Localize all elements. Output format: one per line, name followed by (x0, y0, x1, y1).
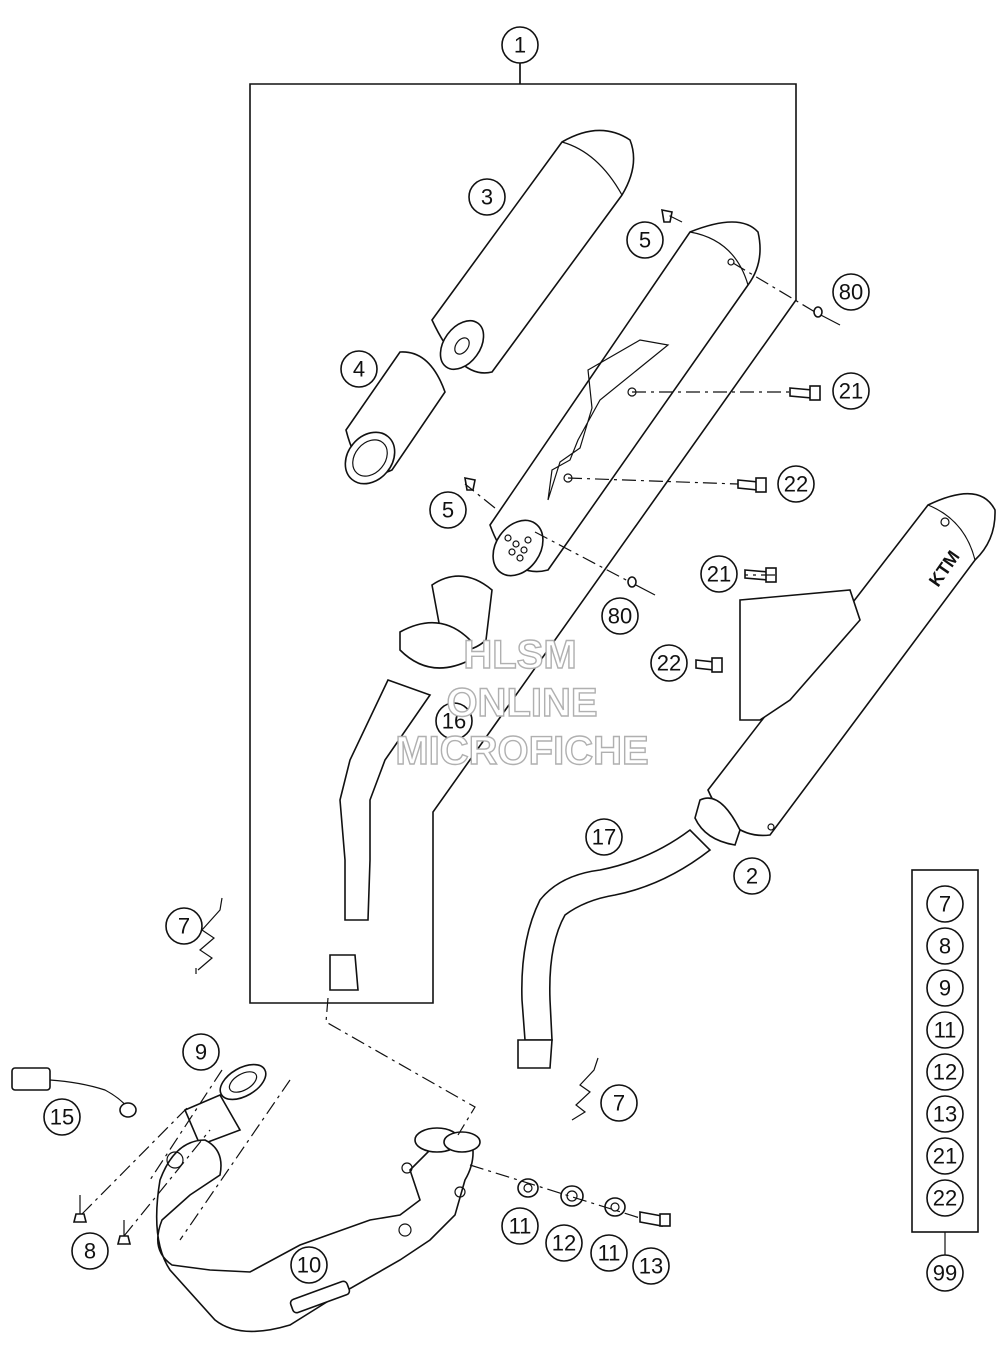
callout-4: 4 (340, 350, 378, 388)
part-11-washer-b (604, 1197, 626, 1217)
callout-17: 17 (585, 818, 623, 856)
kit-item-label: 8 (939, 934, 951, 959)
callout-22-top: 22 (777, 465, 815, 503)
part-9-gasket (219, 1063, 267, 1101)
kit-item-13: 13 (926, 1095, 964, 1133)
svg-text:16: 16 (442, 709, 466, 734)
part-7-spring-left (195, 897, 223, 974)
part-17-header-pipe (517, 828, 712, 1069)
part-11-washer (517, 1178, 539, 1198)
callout-7-right: 7 (600, 1084, 638, 1122)
kit-item-7: 7 (926, 885, 964, 923)
part-5-screw-top (661, 208, 673, 223)
svg-text:5: 5 (442, 498, 454, 523)
svg-text:11: 11 (598, 1241, 621, 1266)
kit-item-label: 11 (934, 1018, 957, 1043)
callout-11-right: 11 (590, 1234, 628, 1272)
kit-item-22: 22 (926, 1179, 964, 1217)
svg-text:8: 8 (84, 1239, 96, 1264)
part-3-muffler-sleeve (431, 129, 635, 374)
svg-text:80: 80 (839, 280, 863, 305)
svg-text:1: 1 (514, 33, 526, 58)
part-16-header-pipe (329, 575, 493, 991)
svg-text:21: 21 (707, 562, 731, 587)
kit-item-21: 21 (926, 1137, 964, 1175)
watermark-line3: MICROFICHE (395, 729, 648, 773)
assembly-lines (81, 214, 816, 1241)
muffler-perforations (504, 534, 532, 562)
watermark: HLSM ONLINE MICROFICHE (395, 632, 650, 773)
part-12-grommet (560, 1185, 584, 1207)
kit-box: 7 8 9 11 12 13 21 22 99 (911, 869, 979, 1292)
callout-21-right: 21 (700, 555, 738, 593)
kit-item-label: 21 (933, 1144, 957, 1169)
muffler-body (489, 221, 761, 577)
part-22-bolt-right (695, 657, 723, 673)
part-2-muffler-assembly: KTM (694, 492, 996, 846)
callout-12: 12 (545, 1224, 583, 1262)
kit-number: 99 (933, 1261, 957, 1286)
part-15-sensor (11, 1067, 137, 1118)
callout-13: 13 (632, 1247, 670, 1285)
kit-item-8: 8 (926, 927, 964, 965)
svg-text:2: 2 (746, 864, 758, 889)
svg-text:22: 22 (784, 472, 808, 497)
callout-11-left: 11 (501, 1207, 539, 1245)
callout-21-top: 21 (832, 372, 870, 410)
callout-9: 9 (182, 1033, 220, 1071)
callout-1: 1 (501, 26, 539, 64)
callout-2: 2 (733, 857, 771, 895)
svg-text:9: 9 (195, 1040, 207, 1065)
callout-3: 3 (468, 178, 506, 216)
kit-item-label: 7 (939, 892, 951, 917)
callout-15: 15 (43, 1098, 81, 1136)
kit-item-label: 12 (933, 1060, 957, 1085)
svg-text:11: 11 (509, 1214, 532, 1239)
svg-text:17: 17 (592, 825, 616, 850)
kit-item-label: 13 (933, 1102, 957, 1127)
part-80-rivet-bottom (627, 576, 656, 596)
callout-22-right: 22 (650, 644, 688, 682)
part-4-packing-insert (344, 351, 446, 485)
watermark-line1: HLSM (463, 633, 576, 677)
callout-7-left: 7 (165, 907, 203, 945)
kit-item-label: 22 (933, 1186, 957, 1211)
svg-text:12: 12 (552, 1231, 576, 1256)
callout-10: 10 (290, 1246, 328, 1284)
svg-text:10: 10 (297, 1253, 321, 1278)
svg-text:21: 21 (839, 379, 863, 404)
svg-text:7: 7 (178, 914, 190, 939)
part-21-bolt-top (789, 385, 821, 401)
callout-80-top: 80 (832, 273, 870, 311)
svg-text:4: 4 (353, 357, 365, 382)
svg-text:5: 5 (639, 228, 651, 253)
part-22-bolt-top (737, 477, 767, 493)
callout-5-top: 5 (626, 221, 664, 259)
callout-80-bottom: 80 (601, 597, 639, 635)
svg-text:22: 22 (657, 651, 681, 676)
callout-5-bottom: 5 (429, 491, 467, 529)
part-7-spring-right (571, 1057, 599, 1121)
kit-item-9: 9 (926, 969, 964, 1007)
kit-item-label: 9 (939, 976, 951, 1001)
svg-text:3: 3 (481, 185, 493, 210)
callout-8: 8 (71, 1232, 109, 1270)
kit-item-12: 12 (926, 1053, 964, 1091)
kit-number-callout: 99 (926, 1254, 964, 1292)
part-8-bolts (72, 1195, 132, 1245)
kit-items: 7 8 9 11 12 13 21 22 (926, 885, 964, 1217)
part-10-manifold (155, 1093, 481, 1333)
assembly-frame-1 (249, 62, 797, 1004)
watermark-line2: ONLINE (446, 681, 597, 725)
callout-16: 16 (435, 702, 473, 740)
kit-item-11: 11 (926, 1011, 964, 1049)
svg-text:80: 80 (608, 604, 632, 629)
part-80-rivet-top (813, 306, 841, 326)
svg-text:15: 15 (50, 1105, 74, 1130)
part-13-bolt (639, 1211, 671, 1227)
svg-text:13: 13 (639, 1254, 663, 1279)
svg-text:7: 7 (613, 1091, 625, 1116)
